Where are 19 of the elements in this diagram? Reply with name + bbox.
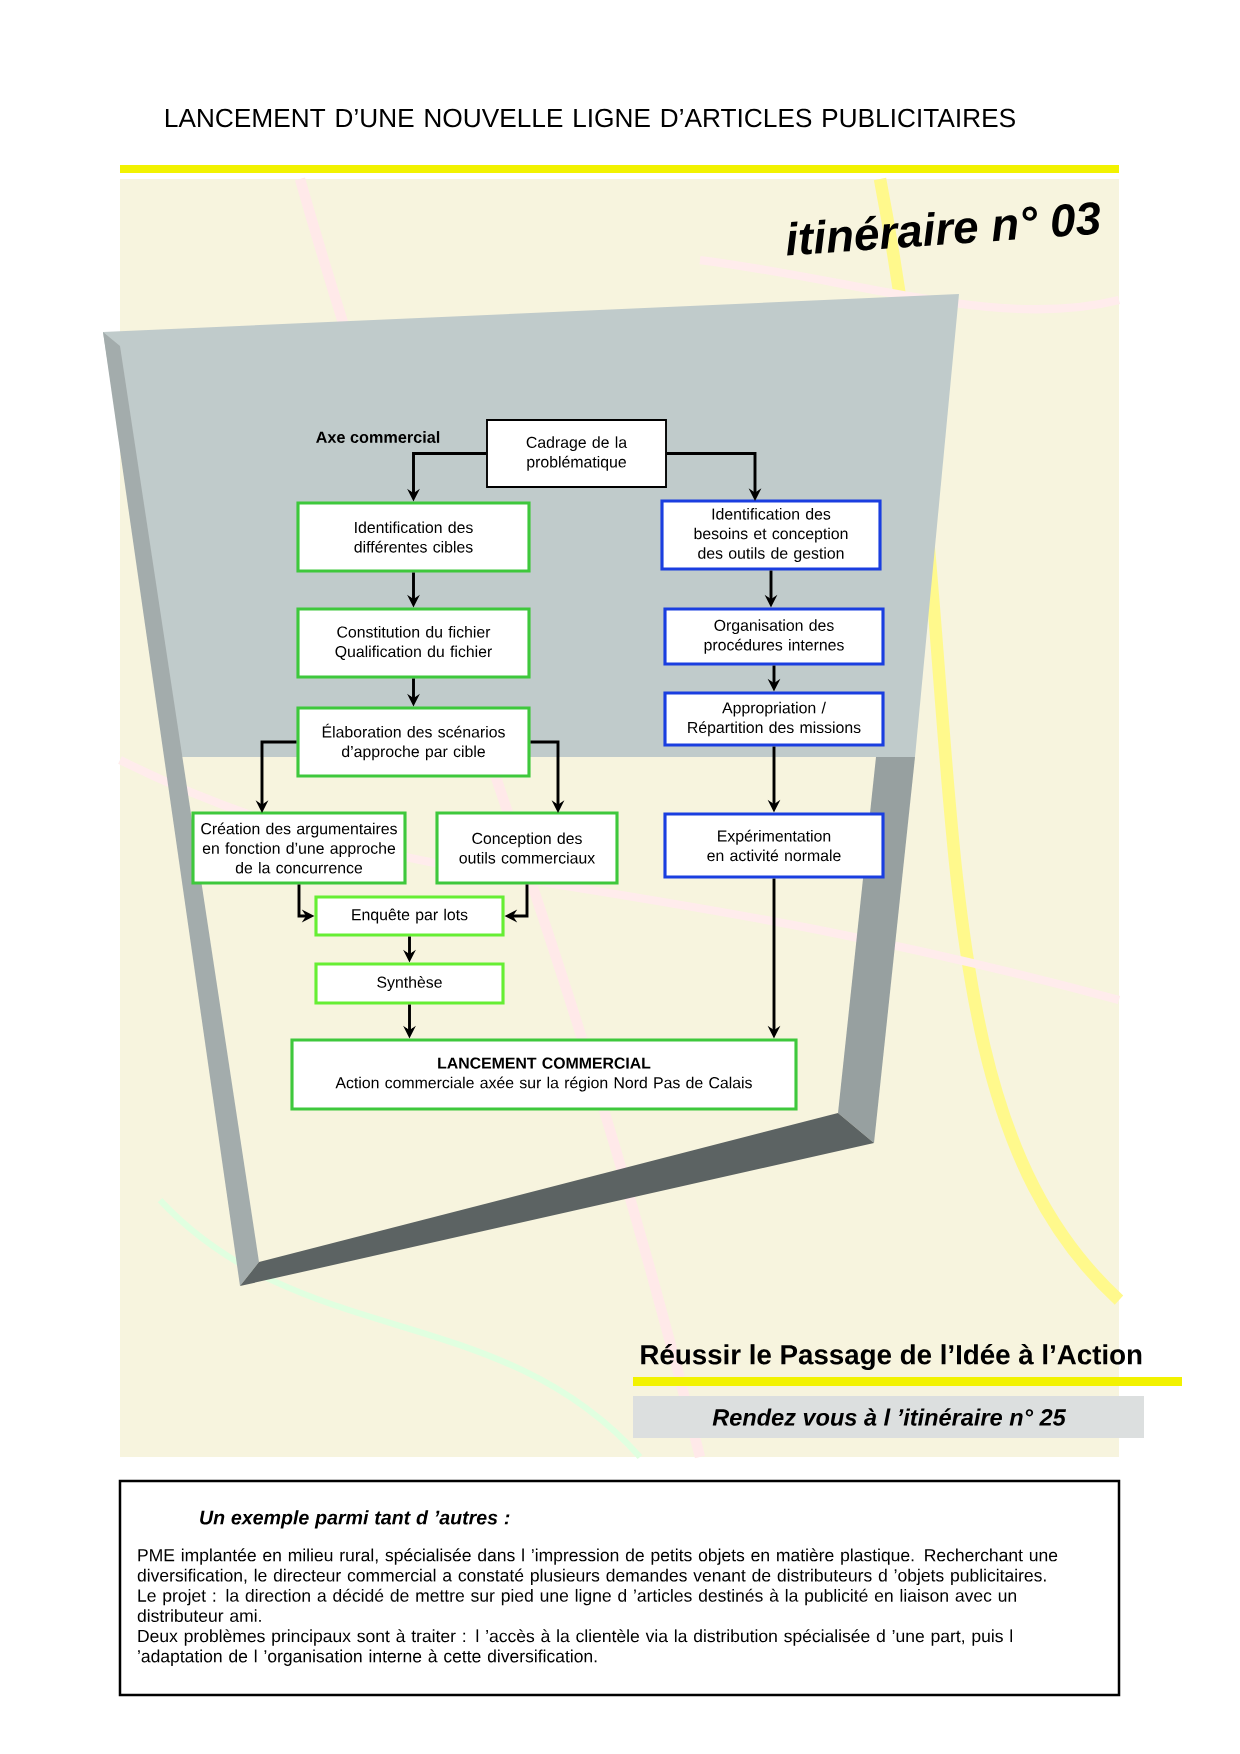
process-box: Synthèse (314, 962, 505, 1005)
title-text: LANCEMENT D’UNE NOUVELLE LIGNE D’ARTICLES PUBLICITAIRES (166, 108, 1015, 128)
process-box: Identification des besoins et conception des outils de gestion (660, 499, 882, 571)
slogan-text: Réussir le Passage de l’Idée à l’Action (641, 1343, 1142, 1371)
process-box: Expérimentation en activité normale (663, 812, 885, 879)
final-box: LANCEMENT COMMERCIAL Action commerciale axée sur la région Nord Pas de Calais (290, 1038, 798, 1111)
start-box: Cadrage de la problématique (486, 419, 667, 488)
section-label: Axe commercial (316, 431, 440, 443)
process-box: Identification des différentes cibles (296, 501, 531, 573)
process-box: Appropriation / Répartition des missions (663, 691, 885, 747)
example-text-box: Un exemple parmi tant d ’autres : PME implantée en milieu rural, spécialisée dans l ’impression de petits objets en matière plastique. Recherchant une diversification, le directeur commercial a constaté plusieurs demandes venant de distributeurs d ’objets publicitaires. Le projet : la direction a décidé de mettre sur pied une ligne d ’articles destinés à la publicité en liaison avec un distributeur ami. Deux problèmes principaux sont à traiter : l ’accès à la clientèle via la distribution spécialisée d ’une part, puis l ’adaptation de l ’organisation interne à cette diversification. (118, 1479, 1121, 1697)
process-box: Organisation des procédures internes (663, 607, 885, 666)
itinerary-number: itinéraire n° 03 (787, 202, 1100, 256)
process-box: Élaboration des scénarios d’approche par cible (296, 706, 531, 778)
process-box: Enquête par lots (314, 895, 505, 937)
process-box: Constitution du fichier Qualification du fichier (296, 607, 531, 679)
process-box: Conception des outils commerciaux (435, 811, 619, 885)
link-banner: Rendez vous à l ’itinéraire n° 25 (633, 1396, 1144, 1438)
process-box: Création des argumentaires en fonction d’une approche de la concurrence (191, 811, 407, 885)
